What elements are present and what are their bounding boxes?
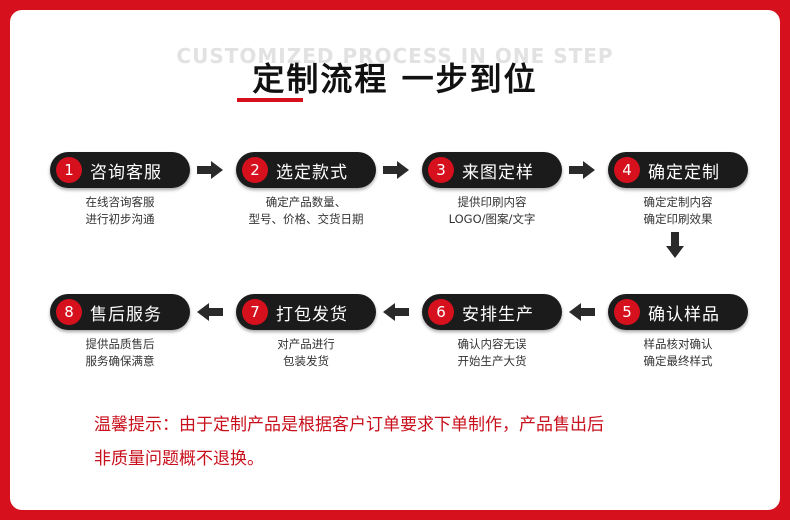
step-description: 确定定制内容 确定印刷效果 (608, 194, 748, 228)
step-description-line: 样品核对确认 (643, 337, 713, 351)
notice-line: 非质量问题概不退换。 (94, 449, 264, 469)
step-label: 确定定制 (648, 162, 720, 183)
notice-line: 温馨提示：由于定制产品是根据客户订单要求下单制作，产品售出后 (94, 415, 604, 435)
step-description-line: 对产品进行 (277, 337, 335, 351)
step-number: 7 (242, 299, 268, 325)
step-1: 1 咨询客服 在线咨询客服 进行初步沟通 (50, 152, 190, 228)
arrow-left-icon (383, 303, 409, 321)
step-pill: 5 确认样品 (608, 294, 748, 330)
step-description-line: 确定产品数量、 (265, 195, 347, 209)
step-number: 1 (56, 157, 82, 183)
step-description: 在线咨询客服 进行初步沟通 (50, 194, 190, 228)
step-label: 选定款式 (276, 162, 348, 183)
step-description-line: 包装发货 (283, 354, 329, 368)
step-description-line: 服务确保满意 (85, 354, 155, 368)
step-pill: 1 咨询客服 (50, 152, 190, 188)
step-5: 5 确认样品 样品核对确认 确定最终样式 (608, 294, 748, 370)
step-3: 3 来图定样 提供印刷内容 LOGO/图案/文字 (422, 152, 562, 228)
step-description-line: 提供印刷内容 (457, 195, 527, 209)
step-6: 6 安排生产 确认内容无误 开始生产大货 (422, 294, 562, 370)
step-description-line: 提供品质售后 (85, 337, 155, 351)
arrow-left-icon (569, 303, 595, 321)
step-description: 确定产品数量、 型号、价格、交货日期 (236, 194, 376, 228)
arrow-right-icon (569, 161, 595, 179)
step-description: 对产品进行 包装发货 (236, 336, 376, 370)
step-pill: 2 选定款式 (236, 152, 376, 188)
step-description-line: 在线咨询客服 (85, 195, 155, 209)
step-label: 打包发货 (276, 304, 348, 325)
arrow-left-icon (197, 303, 223, 321)
step-number: 3 (428, 157, 454, 183)
arrow-right-icon (383, 161, 409, 179)
step-description-line: 确定定制内容 (643, 195, 713, 209)
step-pill: 8 售后服务 (50, 294, 190, 330)
step-description: 提供品质售后 服务确保满意 (50, 336, 190, 370)
step-2: 2 选定款式 确定产品数量、 型号、价格、交货日期 (236, 152, 376, 228)
header-watermark: CUSTOMIZED PROCESS IN ONE STEP (176, 44, 614, 68)
arrow-right-icon (197, 161, 223, 179)
step-7: 7 打包发货 对产品进行 包装发货 (236, 294, 376, 370)
step-4: 4 确定定制 确定定制内容 确定印刷效果 (608, 152, 748, 228)
step-pill: 6 安排生产 (422, 294, 562, 330)
step-label: 咨询客服 (90, 162, 162, 183)
step-description-line: 确认内容无误 (457, 337, 527, 351)
notice-text: 温馨提示：由于定制产品是根据客户订单要求下单制作，产品售出后 非质量问题概不退换… (94, 408, 734, 476)
step-description-line: 进行初步沟通 (85, 212, 155, 226)
step-label: 售后服务 (90, 304, 162, 325)
title-underline (237, 98, 303, 102)
step-label: 安排生产 (462, 304, 534, 325)
step-description-line: LOGO/图案/文字 (448, 212, 536, 226)
process-card: CUSTOMIZED PROCESS IN ONE STEP 定制流程 一步到位… (10, 10, 780, 510)
step-description-line: 确定印刷效果 (643, 212, 713, 226)
step-number: 6 (428, 299, 454, 325)
arrow-down-icon (666, 232, 684, 258)
step-description: 确认内容无误 开始生产大货 (422, 336, 562, 370)
step-pill: 4 确定定制 (608, 152, 748, 188)
step-number: 2 (242, 157, 268, 183)
step-number: 5 (614, 299, 640, 325)
step-label: 来图定样 (462, 162, 534, 183)
step-8: 8 售后服务 提供品质售后 服务确保满意 (50, 294, 190, 370)
step-description-line: 开始生产大货 (457, 354, 527, 368)
step-label: 确认样品 (648, 304, 720, 325)
step-description: 提供印刷内容 LOGO/图案/文字 (422, 194, 562, 228)
step-number: 4 (614, 157, 640, 183)
step-description-line: 确定最终样式 (643, 354, 713, 368)
step-pill: 7 打包发货 (236, 294, 376, 330)
step-description-line: 型号、价格、交货日期 (248, 212, 364, 226)
step-description: 样品核对确认 确定最终样式 (608, 336, 748, 370)
step-number: 8 (56, 299, 82, 325)
step-pill: 3 来图定样 (422, 152, 562, 188)
page-title: 定制流程 一步到位 (252, 60, 538, 98)
